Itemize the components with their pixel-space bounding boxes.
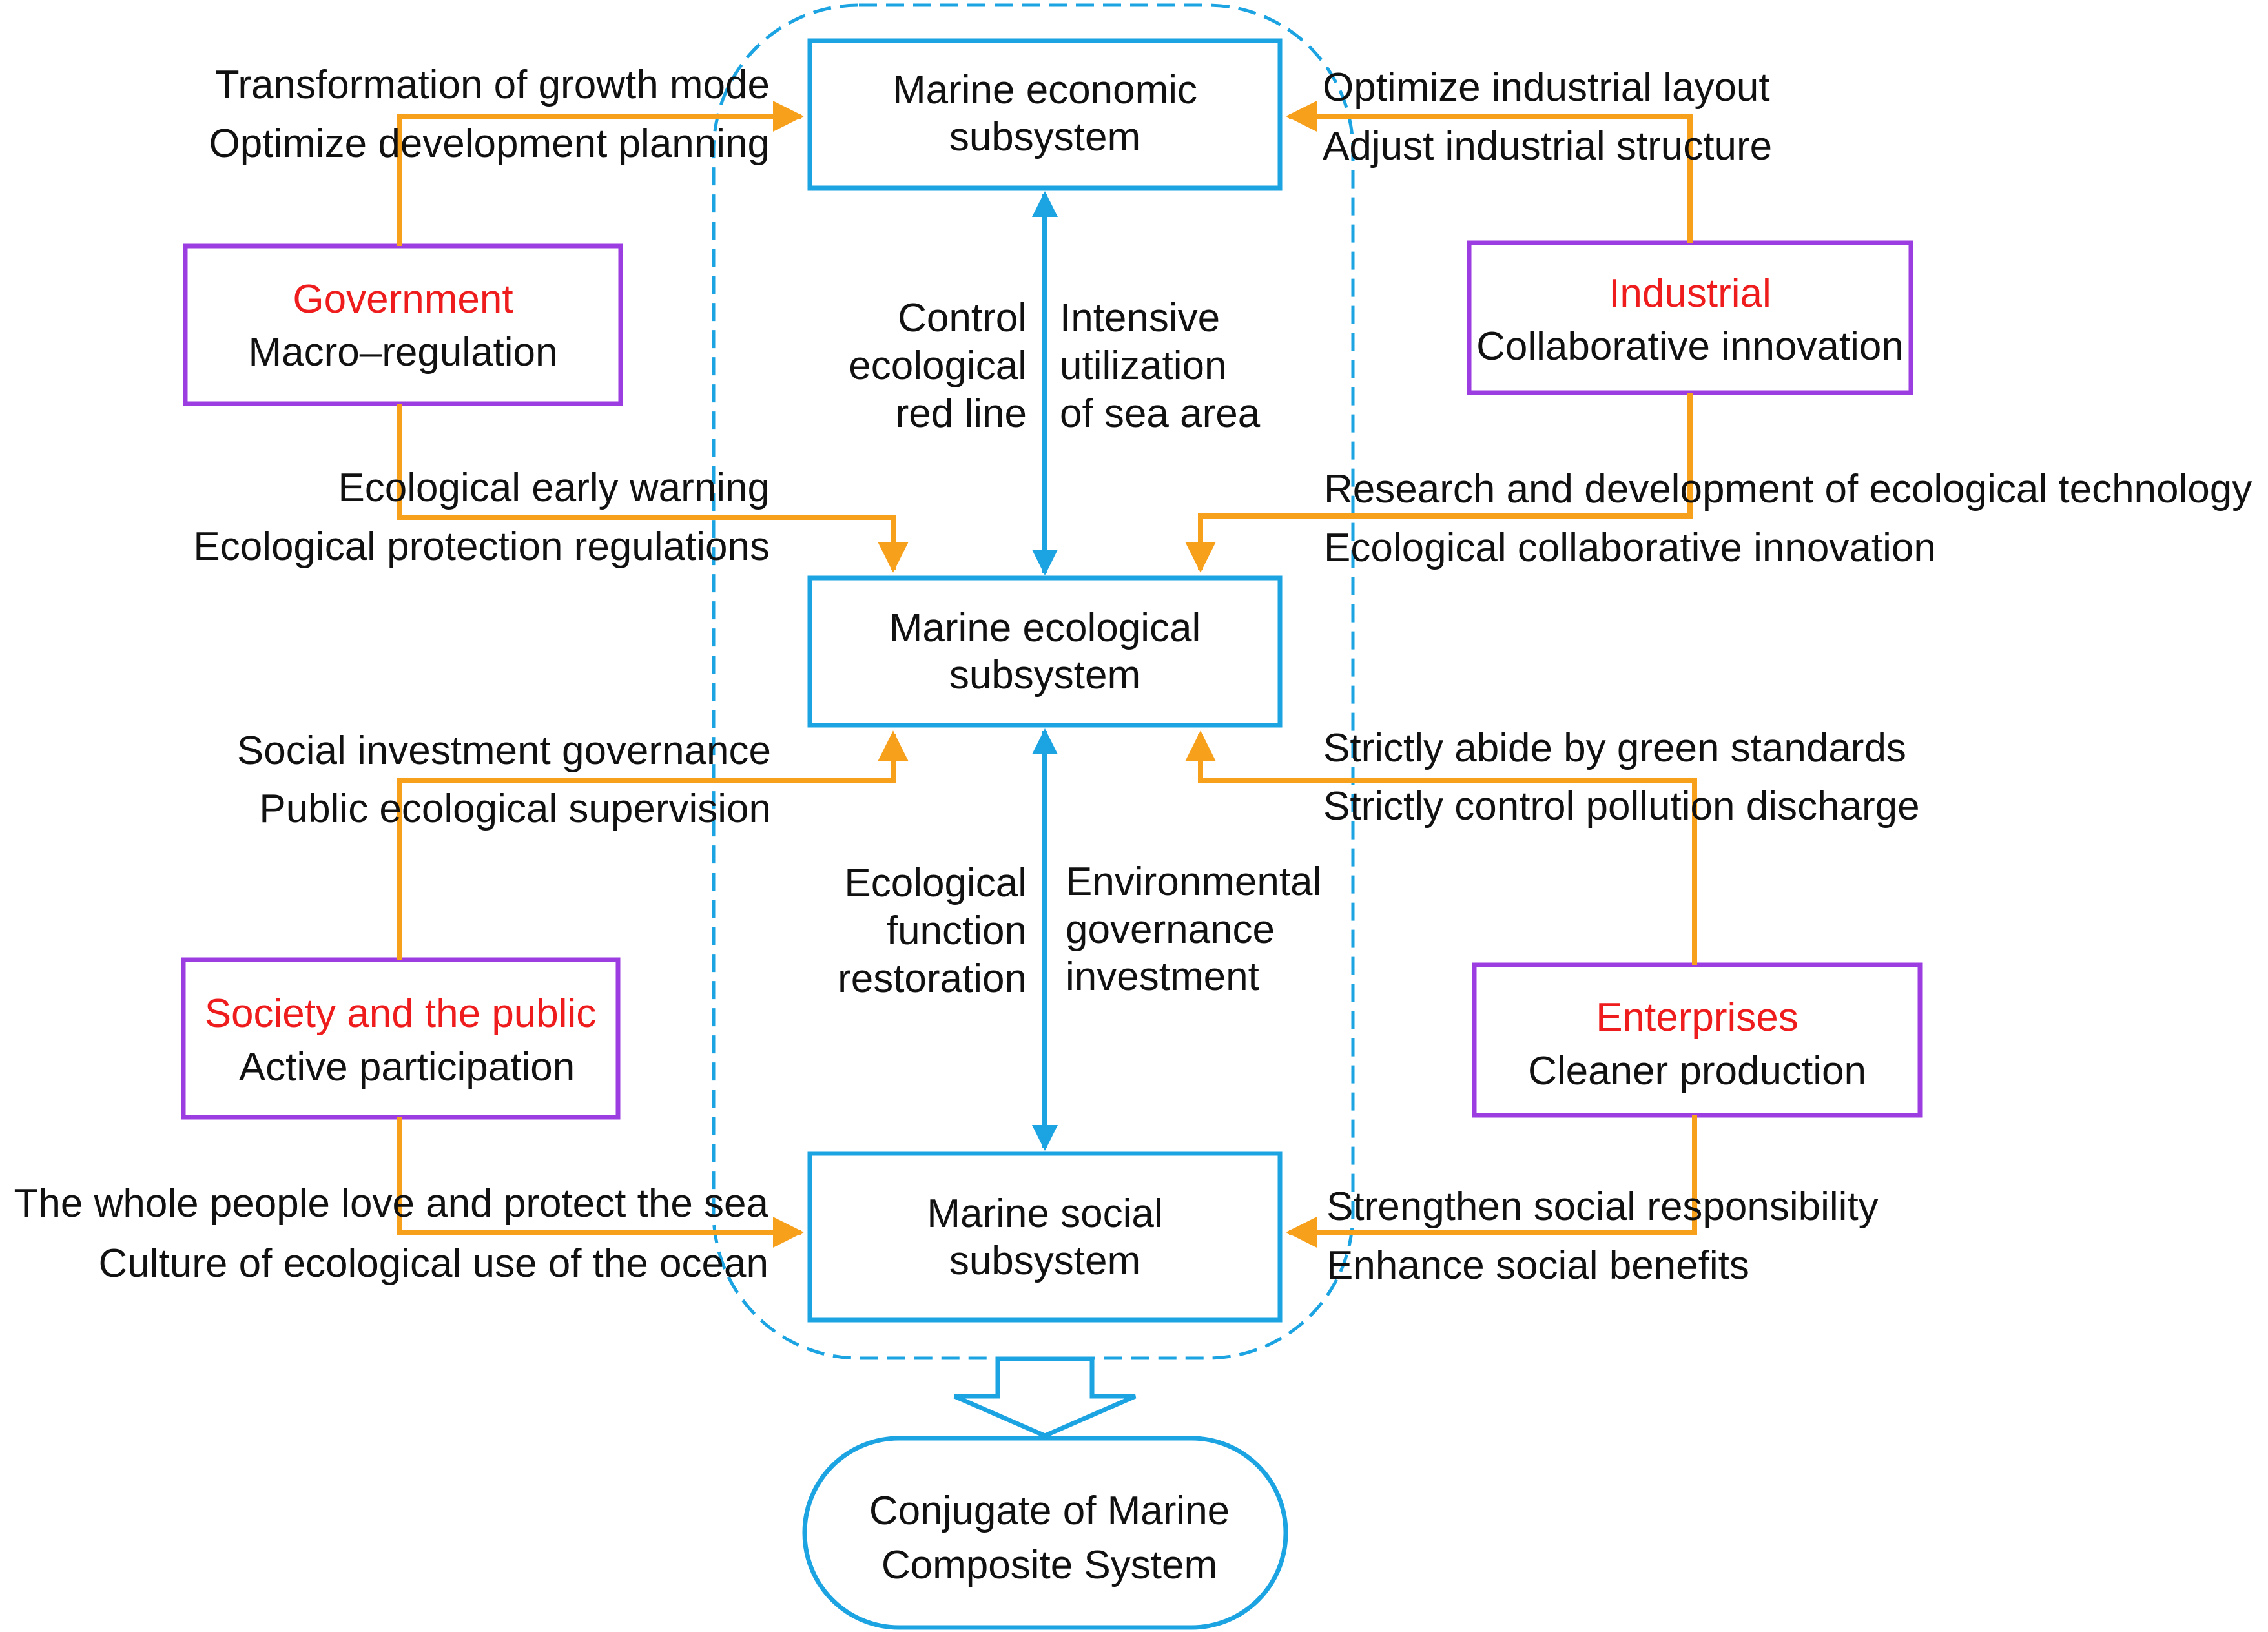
gov-ecological-label-2: Ecological protection regulations: [193, 524, 770, 569]
ind-ecological-label-2: Ecological collaborative innovation: [1324, 526, 1936, 570]
ent-social-label-1: Strengthen social responsibility: [1326, 1184, 1879, 1229]
social-subsystem-box: [807, 1151, 1283, 1323]
enterprises-title: Enterprises: [1596, 995, 1799, 1040]
society-box: [181, 957, 621, 1120]
government-box: [183, 243, 623, 406]
industrial-subtitle: Collaborative innovation: [1476, 324, 1904, 369]
econ-eco-right-line3: of sea area: [1060, 391, 1261, 436]
soc-ecological-label-1: Social investment governance: [237, 728, 771, 773]
eco-soc-right-line2: governance: [1066, 907, 1275, 952]
ecological-subsystem-box: [807, 575, 1283, 728]
economic-subsystem-label-line2: subsystem: [949, 115, 1140, 160]
ind-to-ecological-arrow: [1185, 393, 1693, 573]
eco-soc-right-line3: investment: [1066, 955, 1259, 999]
soc-ecological-label-2: Public ecological supervision: [259, 787, 771, 831]
ind-economic-label-1: Optimize industrial layout: [1323, 65, 1770, 110]
social-subsystem-label-line2: subsystem: [949, 1239, 1140, 1283]
industrial-title: Industrial: [1609, 271, 1771, 316]
government-subtitle: Macro–regulation: [248, 330, 557, 375]
result-label-line1: Conjugate of Marine: [869, 1489, 1230, 1533]
society-title: Society and the public: [205, 991, 597, 1036]
enterprises-box: [1472, 962, 1923, 1118]
soc-to-ecological-arrow: [397, 730, 909, 960]
ecological-subsystem-label-line1: Marine ecological: [889, 606, 1201, 650]
econ-eco-right-line2: utilization: [1060, 344, 1226, 388]
eco-soc-right-line1: Environmental: [1066, 860, 1321, 904]
economic-subsystem-box: [807, 38, 1283, 191]
result-box: [802, 1436, 1288, 1630]
soc-social-label-2: Culture of ecological use of the ocean: [99, 1241, 768, 1286]
ent-ecological-label-1: Strictly abide by green standards: [1323, 726, 1906, 770]
ent-ecological-label-2: Strictly control pollution discharge: [1323, 784, 1920, 829]
econ-eco-right-line1: Intensive: [1060, 296, 1220, 340]
econ-eco-left-line3: red line: [896, 391, 1027, 436]
eco-soc-left-line1: Ecological: [844, 861, 1027, 905]
ind-economic-label-2: Adjust industrial structure: [1323, 124, 1772, 169]
gov-economic-label-2: Optimize development planning: [209, 121, 770, 166]
ent-to-social-arrow: [1286, 1115, 1697, 1248]
ind-to-economic-arrow: [1286, 101, 1693, 243]
econ-eco-left-line2: ecological: [849, 344, 1027, 388]
result-label-line2: Composite System: [881, 1543, 1217, 1587]
soc-to-social-arrow: [397, 1117, 804, 1248]
ind-ecological-label-1: Research and development of ecological t…: [1324, 467, 2252, 511]
gov-to-ecological-arrow: [397, 404, 909, 573]
society-subtitle: Active participation: [239, 1045, 575, 1090]
ecological-subsystem-label-line2: subsystem: [949, 653, 1140, 697]
eco-soc-left-line2: function: [887, 909, 1027, 953]
econ-eco-left-line1: Control: [898, 296, 1027, 340]
soc-social-label-1: The whole people love and protect the se…: [14, 1181, 769, 1226]
result-down-arrow: [953, 1356, 1137, 1438]
industrial-box: [1467, 240, 1913, 395]
eco-soc-left-line3: restoration: [838, 956, 1027, 1001]
enterprises-subtitle: Cleaner production: [1528, 1049, 1866, 1093]
government-title: Government: [293, 277, 513, 322]
gov-ecological-label-1: Ecological early warning: [338, 466, 770, 510]
gov-to-economic-arrow: [397, 101, 804, 246]
ent-social-label-2: Enhance social benefits: [1326, 1243, 1749, 1288]
gov-economic-label-1: Transformation of growth mode: [215, 63, 770, 107]
social-subsystem-label-line1: Marine social: [927, 1192, 1162, 1236]
ent-to-ecological-arrow: [1185, 730, 1697, 965]
economic-subsystem-label-line1: Marine economic: [892, 68, 1197, 112]
